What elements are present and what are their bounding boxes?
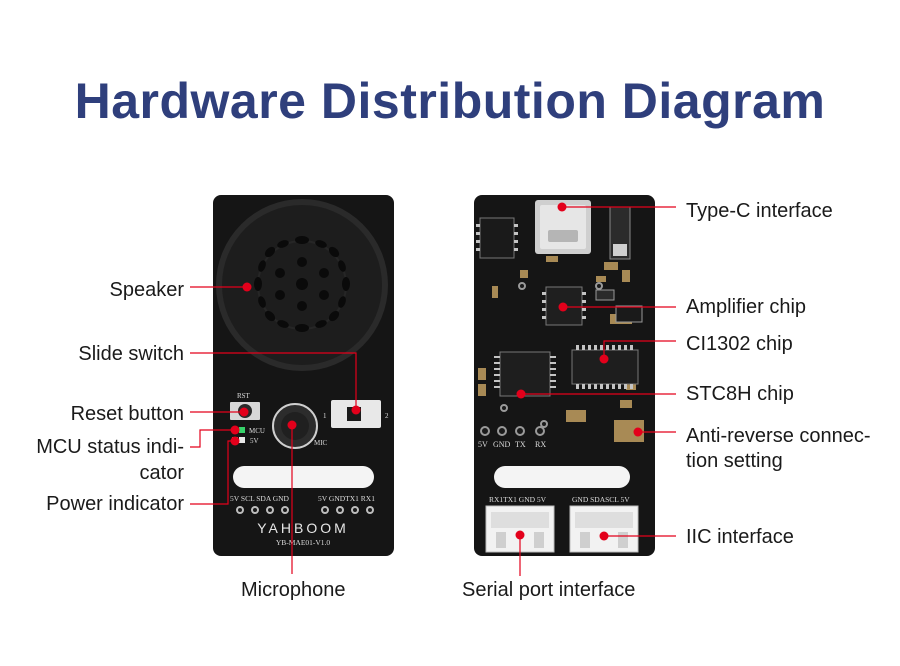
mounting-dots — [500, 282, 603, 428]
small-ic-2 — [615, 305, 643, 323]
5v-silkscreen: 5V — [250, 437, 259, 445]
mcu-led-green — [239, 427, 245, 433]
pad-label-5v: 5V — [478, 440, 488, 449]
rst-silkscreen: RST — [237, 392, 251, 400]
power-led-pad — [239, 437, 245, 443]
back-slot — [494, 466, 630, 488]
back-test-pads — [480, 426, 545, 436]
serial-connector — [485, 505, 555, 553]
label-type-c: Type-C interface — [686, 200, 833, 222]
label-mcu-indicator-line2: cator — [139, 462, 184, 484]
type-c-port — [535, 200, 591, 254]
label-ci1302: CI1302 chip — [686, 333, 793, 355]
serial-pins-silkscreen: RX1TX1 GND 5V — [489, 495, 547, 504]
label-serial: Serial port interface — [462, 579, 636, 601]
small-ic — [595, 289, 615, 301]
label-power-indicator: Power indicator — [46, 493, 184, 515]
label-amplifier: Amplifier chip — [686, 296, 807, 318]
iic-pins-silkscreen: GND SDASCL 5V — [572, 495, 630, 504]
ci1302-chip-pins — [576, 345, 633, 389]
front-pins-left-silkscreen: 5V SCL SDA GND — [230, 494, 290, 503]
iic-connector — [569, 505, 639, 553]
label-iic: IIC interface — [686, 526, 794, 548]
page-title: Hardware Distribution Diagram — [74, 73, 826, 129]
label-microphone: Microphone — [241, 579, 346, 601]
label-reset-button: Reset button — [70, 403, 184, 425]
brand-silkscreen: YAHBOOM — [257, 520, 349, 536]
side-component-pad — [613, 244, 627, 256]
stc8h-chip-component — [499, 351, 551, 397]
pad-label-gnd: GND — [493, 440, 511, 449]
front-pin-pads — [236, 506, 374, 514]
label-speaker: Speaker — [109, 279, 185, 301]
pad-label-tx: TX — [515, 440, 526, 449]
label-mcu-indicator-line1: MCU status indi- — [36, 436, 184, 458]
front-slot — [233, 466, 374, 488]
label-stc8h: STC8H chip — [686, 383, 794, 405]
model-silkscreen: YB-MAE01-V1.0 — [276, 538, 331, 547]
speaker-holes — [254, 236, 350, 332]
pointer-dots — [230, 202, 643, 541]
stc8h-chip-pins — [494, 356, 556, 388]
amplifier-chip-pins — [542, 292, 586, 319]
mcu-silkscreen: MCU — [249, 427, 265, 435]
pad-label-rx: RX — [535, 440, 546, 449]
flash-chip — [479, 217, 515, 259]
flash-chip-pins — [476, 224, 518, 251]
switch-pos-2: 2 — [385, 412, 389, 420]
mic-silkscreen: MIC — [314, 439, 328, 447]
switch-pos-1: 1 — [323, 412, 327, 420]
label-anti-reverse-line2: tion setting — [686, 450, 783, 472]
label-anti-reverse-line1: Anti-reverse connec- — [686, 425, 871, 447]
label-slide-switch: Slide switch — [78, 343, 184, 365]
front-pins-right-silkscreen: 5V GNDTX1 RX1 — [318, 494, 375, 503]
